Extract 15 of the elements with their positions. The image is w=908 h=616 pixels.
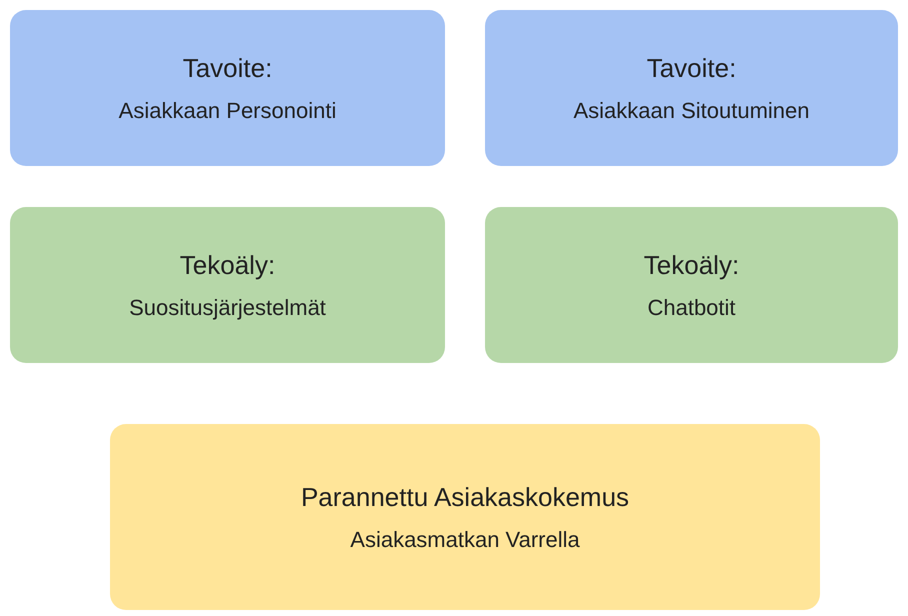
card-text: Asiakkaan Personointi (118, 98, 336, 124)
card-text: Asiakkaan Sitoutuminen (573, 98, 810, 124)
outcome-card (110, 424, 820, 610)
goal-card (485, 10, 898, 166)
card-text: Chatbotit (647, 294, 736, 320)
card-text: Suositusjärjestelmät (129, 294, 326, 320)
ai-card (485, 207, 898, 363)
card-heading: Tavoite: (182, 52, 272, 84)
card-text: Asiakasmatkan Varrella (350, 526, 580, 552)
card-heading: Tavoite: (646, 52, 736, 84)
card-heading: Tekoäly: (180, 250, 276, 280)
ai-card (10, 207, 445, 363)
card-heading: Tekoäly: (644, 250, 740, 280)
goal-card (10, 10, 445, 166)
card-heading: Parannettu Asiakaskokemus (300, 482, 630, 512)
